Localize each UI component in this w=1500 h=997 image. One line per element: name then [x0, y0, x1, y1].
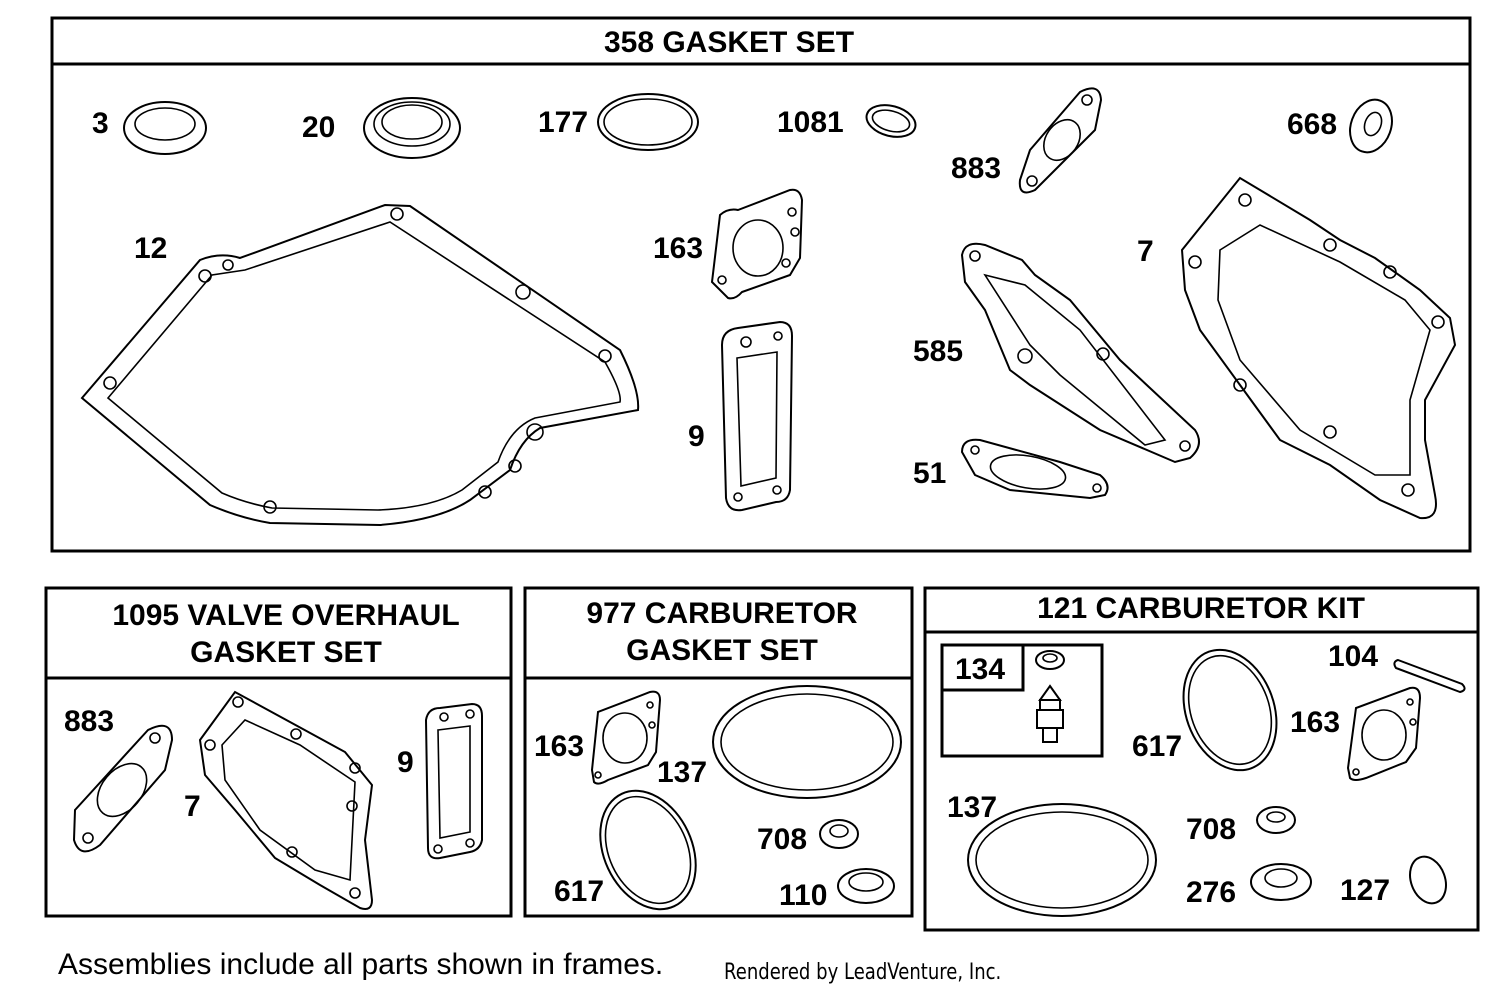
- carb-gasket-frame: 977 CARBURETOR GASKET SET: [523, 586, 914, 918]
- ck-part-708[interactable]: [1256, 806, 1296, 834]
- ck-part-617[interactable]: [1167, 637, 1292, 784]
- part-9-breather-gasket[interactable]: [720, 320, 794, 512]
- cg-label-163: 163: [534, 730, 584, 763]
- vo-part-883[interactable]: [72, 724, 174, 853]
- cg-part-617[interactable]: [582, 775, 714, 925]
- carb-kit-frame: 121 CARBURETOR KIT: [923, 586, 1480, 932]
- ck-label-137: 137: [947, 791, 997, 824]
- vo-label-7: 7: [184, 790, 201, 823]
- ck-part-134-needle[interactable]: [1035, 650, 1065, 743]
- ck-part-276[interactable]: [1250, 863, 1312, 901]
- part-177-o-ring[interactable]: [597, 93, 699, 151]
- cg-label-617: 617: [554, 875, 604, 908]
- carb-kit-title: 121 CARBURETOR KIT: [1037, 592, 1365, 625]
- vo-part-9[interactable]: [424, 702, 483, 860]
- part-1081-ring[interactable]: [863, 100, 919, 142]
- part-12-crankcase-gasket[interactable]: [80, 203, 640, 527]
- label-12: 12: [134, 232, 167, 265]
- ck-label-104: 104: [1328, 640, 1378, 673]
- label-177: 177: [538, 106, 588, 139]
- part-51-exhaust-gasket[interactable]: [960, 438, 1109, 500]
- cg-label-137: 137: [657, 756, 707, 789]
- cg-part-137[interactable]: [712, 685, 902, 799]
- carb-gasket-title-line2: GASKET SET: [626, 634, 818, 667]
- cg-label-110: 110: [779, 879, 827, 912]
- label-163: 163: [653, 232, 703, 265]
- part-163-carb-gasket[interactable]: [710, 188, 804, 300]
- label-1081: 1081: [777, 106, 844, 139]
- gasket-set-title: 358 GASKET SET: [604, 26, 854, 59]
- valve-overhaul-title-line2: GASKET SET: [190, 636, 382, 669]
- label-51: 51: [913, 457, 946, 490]
- valve-overhaul-title-line1: 1095 VALVE OVERHAUL: [112, 599, 459, 632]
- gasket-set-frame: 358 GASKET SET: [50, 16, 1472, 553]
- ck-part-163[interactable]: [1346, 686, 1422, 781]
- ck-label-617: 617: [1132, 730, 1182, 763]
- ck-part-127[interactable]: [1404, 852, 1452, 909]
- label-9: 9: [688, 420, 705, 453]
- ck-part-104-pin[interactable]: [1393, 658, 1466, 694]
- part-883-intake-gasket[interactable]: [1018, 87, 1103, 194]
- cg-part-708[interactable]: [819, 819, 859, 849]
- ck-label-163: 163: [1290, 706, 1340, 739]
- assemblies-note: Assemblies include all parts shown in fr…: [58, 948, 664, 981]
- cg-label-708: 708: [757, 823, 807, 856]
- cg-part-163[interactable]: [590, 690, 662, 785]
- label-7: 7: [1137, 235, 1154, 268]
- ck-part-137[interactable]: [967, 803, 1157, 917]
- render-credit: Rendered by LeadVenture, Inc.: [724, 960, 1002, 985]
- part-585-long-gasket[interactable]: [960, 242, 1200, 464]
- label-3: 3: [92, 107, 109, 140]
- ck-inlet-needle-box: 134: [940, 643, 1104, 758]
- part-7-head-gasket[interactable]: [1180, 176, 1457, 520]
- carb-gasket-title-line1: 977 CARBURETOR: [586, 597, 858, 630]
- ck-label-127: 127: [1340, 874, 1390, 907]
- ck-label-134: 134: [955, 653, 1005, 686]
- ck-label-708: 708: [1186, 813, 1236, 846]
- cg-part-110[interactable]: [837, 868, 895, 904]
- part-20-oil-seal[interactable]: [363, 97, 461, 159]
- part-668-washer[interactable]: [1343, 94, 1399, 158]
- ck-label-276: 276: [1186, 876, 1236, 909]
- label-585: 585: [913, 335, 963, 368]
- label-668: 668: [1287, 108, 1337, 141]
- valve-overhaul-frame: 1095 VALVE OVERHAUL GASKET SET: [44, 586, 513, 918]
- label-20: 20: [302, 111, 335, 144]
- vo-part-7[interactable]: [198, 690, 374, 910]
- vo-label-883: 883: [64, 705, 114, 738]
- vo-label-9: 9: [397, 746, 414, 779]
- label-883: 883: [951, 152, 1001, 185]
- part-3-seal[interactable]: [123, 101, 207, 155]
